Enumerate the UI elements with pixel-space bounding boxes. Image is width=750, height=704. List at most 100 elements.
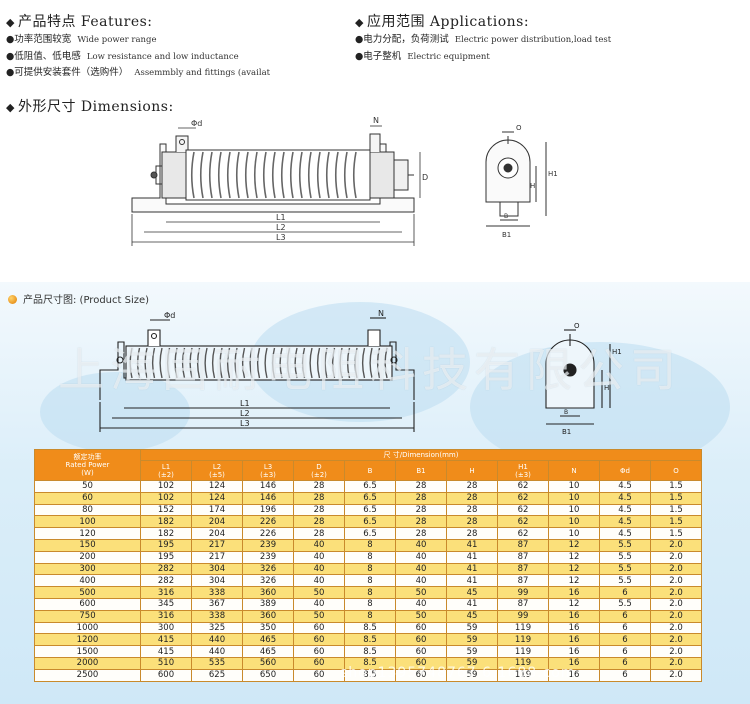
dimensions-heading: ◆外形尺寸 Dimensions:: [6, 99, 174, 115]
table-cell: 350: [242, 621, 294, 635]
table-cell: 304: [191, 574, 243, 588]
table-cell: 40: [395, 597, 447, 611]
table-cell: 102: [140, 491, 192, 505]
coil-turn: [211, 347, 216, 379]
table-cell: 45: [446, 586, 498, 599]
n-label: N: [378, 309, 384, 318]
table-cell: 50: [34, 480, 141, 493]
coil-turn: [271, 347, 276, 379]
l1-label: L1: [276, 213, 286, 222]
table-cell: 1000: [34, 621, 141, 635]
table-cell: 50: [395, 609, 447, 623]
table-cell: 146: [242, 491, 294, 505]
table-cell: 41: [446, 597, 498, 611]
product-size-drawing: Φd N L1 L2 L3 O H1 H B B1: [99, 309, 622, 436]
table-cell: 600: [140, 668, 192, 682]
table-cell: 304: [191, 562, 243, 576]
table-cell: 60: [395, 621, 447, 635]
coil-turn: [334, 151, 339, 199]
table-cell: 560: [242, 656, 294, 670]
table-cell: 124: [191, 480, 243, 493]
table-cell: 124: [191, 491, 243, 505]
table-cell: 326: [242, 562, 294, 576]
table-cell: 196: [242, 503, 294, 517]
table-cell: 59: [446, 621, 498, 635]
table-cell: 99: [497, 609, 549, 623]
table-cell: 1.5: [650, 527, 702, 540]
coil-turn: [136, 347, 141, 379]
table-cell: 6.5: [344, 491, 396, 505]
table-cell: 6.5: [344, 515, 396, 529]
coil-turn: [301, 347, 306, 379]
table-cell: 6.5: [344, 503, 396, 517]
table-cell: 10: [548, 515, 600, 529]
table-cell: 40: [395, 562, 447, 576]
column-header-l3: L3(±3): [242, 460, 294, 481]
table-cell: 40: [293, 562, 345, 576]
table-cell: 200: [34, 550, 141, 564]
table-cell: 282: [140, 562, 192, 576]
table-cell: 600: [34, 597, 141, 611]
table-cell: 59: [446, 633, 498, 647]
table-cell: 360: [242, 586, 294, 599]
coil-turn: [294, 347, 298, 379]
table-cell: 326: [242, 574, 294, 588]
table-cell: 16: [548, 668, 600, 682]
diamond-bullet-icon: ◆: [355, 16, 364, 29]
table-cell: 102: [140, 480, 192, 493]
table-cell: 41: [446, 550, 498, 564]
table-cell: 226: [242, 527, 294, 540]
table-cell: 28: [395, 503, 447, 517]
coil-turn: [181, 347, 186, 379]
table-cell: 415: [140, 645, 192, 658]
coil-turn: [339, 347, 343, 379]
table-cell: 8: [344, 597, 396, 611]
table-cell: 8: [344, 586, 396, 599]
table-cell: 40: [293, 597, 345, 611]
table-cell: 87: [497, 562, 549, 576]
table-cell: 6: [599, 668, 651, 682]
table-cell: 239: [242, 550, 294, 564]
table-cell: 325: [191, 621, 243, 635]
resistor-side-view-drawing: Φd N D L1 L2 L3: [131, 116, 428, 246]
coil-turn: [166, 347, 171, 379]
coil-turn: [204, 347, 208, 379]
table-cell: 16: [548, 633, 600, 647]
b-label: B: [504, 213, 508, 220]
table-cell: 2500: [34, 668, 141, 682]
table-cell: 1.5: [650, 503, 702, 517]
column-header-h1: H1(±3): [497, 460, 549, 481]
dimension-header: 尺 寸/Dimension(mm): [140, 449, 702, 461]
diamond-bullet-icon: ◆: [6, 16, 15, 29]
coil-turn: [307, 151, 312, 199]
table-cell: 12: [548, 550, 600, 564]
coil-turn: [129, 347, 133, 379]
coil-turn: [241, 347, 246, 379]
table-cell: 2.0: [650, 609, 702, 623]
table-cell: 300: [140, 621, 192, 635]
table-cell: 16: [548, 621, 600, 635]
table-cell: 500: [34, 586, 141, 599]
world-map-shape: [40, 372, 190, 452]
column-header-b1: B1: [395, 460, 447, 481]
table-cell: 8: [344, 562, 396, 576]
table-cell: 282: [140, 574, 192, 588]
table-cell: 28: [446, 491, 498, 505]
table-cell: 182: [140, 527, 192, 540]
applications-heading: ◆应用范围 Applications:: [355, 14, 530, 30]
table-cell: 8.5: [344, 645, 396, 658]
table-cell: 28: [293, 491, 345, 505]
coil-turn: [369, 347, 373, 379]
table-cell: 41: [446, 574, 498, 588]
table-cell: 119: [497, 621, 549, 635]
table-cell: 2.0: [650, 656, 702, 670]
coil-turn: [271, 151, 276, 199]
